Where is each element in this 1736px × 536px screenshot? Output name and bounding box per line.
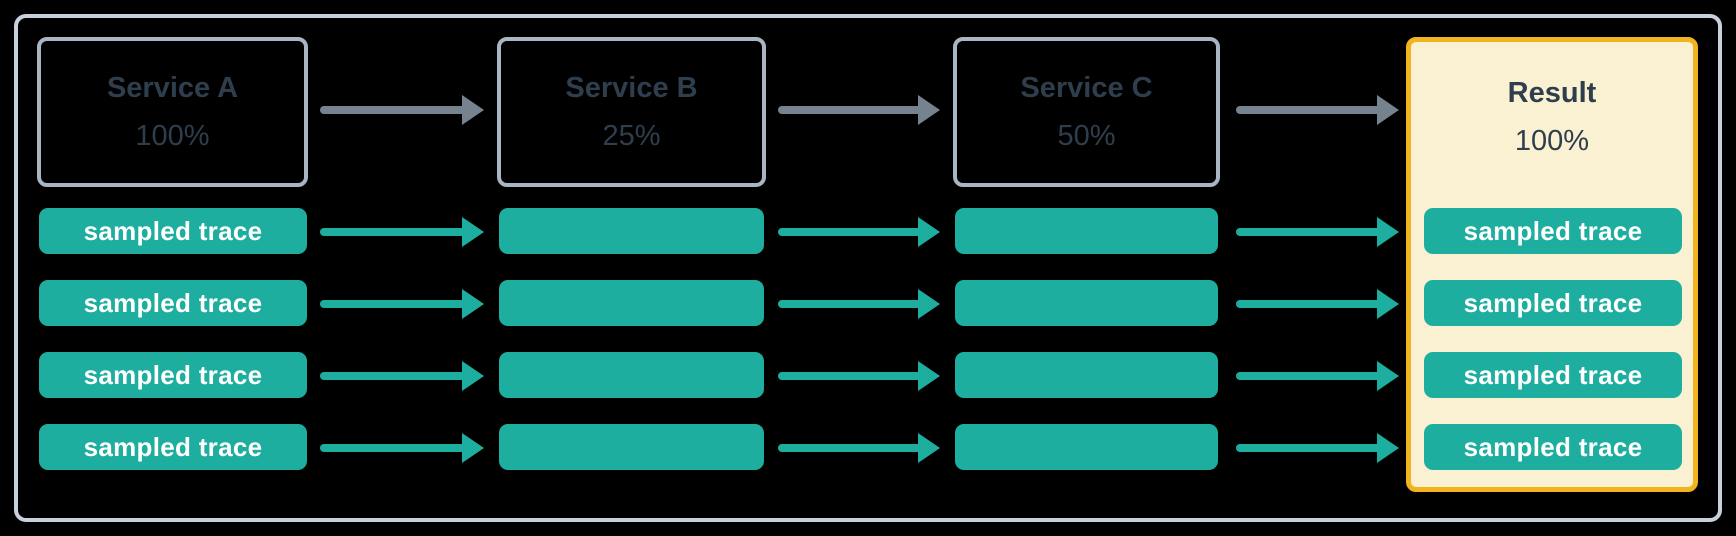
trace-pill-unlabeled <box>955 208 1218 254</box>
arrow-right-icon-trace-r4-bc <box>778 433 940 463</box>
arrow-right-icon-service-c-to-result <box>1236 95 1399 125</box>
arrow-head <box>918 217 940 247</box>
arrow-shaft <box>778 300 922 308</box>
sampled-trace-label: sampled trace <box>83 215 263 246</box>
arrow-head <box>918 289 940 319</box>
trace-pill-unlabeled <box>499 280 764 326</box>
sampled-trace-label: sampled trace <box>1463 359 1643 390</box>
arrow-right-icon-trace-r1-cr <box>1236 217 1399 247</box>
sampled-trace-label: sampled trace <box>83 359 263 390</box>
arrow-head <box>462 289 484 319</box>
trace-pill-unlabeled <box>955 352 1218 398</box>
arrow-right-icon-service-b-to-c <box>778 95 940 125</box>
service-c-box: Service C 50% <box>953 37 1220 187</box>
arrow-right-icon-trace-r3-ab <box>320 361 484 391</box>
service-a-title: Service A <box>106 72 239 104</box>
arrow-shaft <box>320 228 466 236</box>
sampled-trace-pill-result: sampled trace <box>1424 424 1682 470</box>
arrow-shaft <box>320 300 466 308</box>
service-b-box: Service B 25% <box>497 37 766 187</box>
sampled-trace-label: sampled trace <box>83 287 263 318</box>
arrow-right-icon-trace-r3-bc <box>778 361 940 391</box>
service-a-sample-rate: 100% <box>135 120 210 152</box>
sampled-trace-pill: sampled trace <box>39 352 307 398</box>
arrow-shaft <box>778 106 922 114</box>
trace-pill-unlabeled <box>499 352 764 398</box>
arrow-shaft <box>1236 228 1381 236</box>
arrow-right-icon-trace-r4-ab <box>320 433 484 463</box>
arrow-shaft <box>1236 372 1381 380</box>
trace-pill-unlabeled <box>955 424 1218 470</box>
trace-pill-unlabeled <box>955 280 1218 326</box>
arrow-right-icon-trace-r2-ab <box>320 289 484 319</box>
arrow-right-icon-trace-r3-cr <box>1236 361 1399 391</box>
result-sample-rate: 100% <box>1514 125 1590 157</box>
trace-pill-unlabeled <box>499 208 764 254</box>
pipeline-outer-frame <box>14 14 1722 522</box>
sampled-trace-pill: sampled trace <box>39 424 307 470</box>
sampled-trace-label: sampled trace <box>1463 215 1643 246</box>
sampled-trace-pill-result: sampled trace <box>1424 352 1682 398</box>
arrow-shaft <box>778 444 922 452</box>
arrow-head <box>918 361 940 391</box>
result-title: Result <box>1507 77 1597 109</box>
arrow-head <box>462 95 484 125</box>
sampled-trace-pill-result: sampled trace <box>1424 280 1682 326</box>
arrow-shaft <box>320 444 466 452</box>
arrow-shaft <box>1236 106 1381 114</box>
arrow-right-icon-service-a-to-b <box>320 95 484 125</box>
arrow-head <box>918 433 940 463</box>
arrow-shaft <box>778 372 922 380</box>
service-b-sample-rate: 25% <box>602 120 661 152</box>
service-b-title: Service B <box>565 72 698 104</box>
arrow-head <box>1377 289 1399 319</box>
arrow-head <box>1377 95 1399 125</box>
arrow-shaft <box>1236 444 1381 452</box>
arrow-shaft <box>320 372 466 380</box>
service-c-sample-rate: 50% <box>1057 120 1116 152</box>
arrow-shaft <box>320 106 466 114</box>
arrow-right-icon-trace-r2-bc <box>778 289 940 319</box>
arrow-shaft <box>778 228 922 236</box>
arrow-head <box>462 217 484 247</box>
result-box: Result 100% <box>1406 37 1698 492</box>
sampled-trace-label: sampled trace <box>1463 431 1643 462</box>
result-header: Result 100% <box>1411 42 1693 192</box>
arrow-head <box>918 95 940 125</box>
sampled-trace-pill: sampled trace <box>39 280 307 326</box>
arrow-right-icon-trace-r4-cr <box>1236 433 1399 463</box>
sampled-trace-pill-result: sampled trace <box>1424 208 1682 254</box>
arrow-head <box>1377 217 1399 247</box>
sampled-trace-pill: sampled trace <box>39 208 307 254</box>
service-a-box: Service A 100% <box>37 37 308 187</box>
service-c-title: Service C <box>1020 72 1153 104</box>
sampled-trace-label: sampled trace <box>83 431 263 462</box>
arrow-shaft <box>1236 300 1381 308</box>
arrow-head <box>462 433 484 463</box>
sampled-trace-label: sampled trace <box>1463 287 1643 318</box>
arrow-right-icon-trace-r1-bc <box>778 217 940 247</box>
arrow-right-icon-trace-r1-ab <box>320 217 484 247</box>
arrow-head <box>1377 433 1399 463</box>
arrow-head <box>1377 361 1399 391</box>
trace-pill-unlabeled <box>499 424 764 470</box>
arrow-right-icon-trace-r2-cr <box>1236 289 1399 319</box>
arrow-head <box>462 361 484 391</box>
